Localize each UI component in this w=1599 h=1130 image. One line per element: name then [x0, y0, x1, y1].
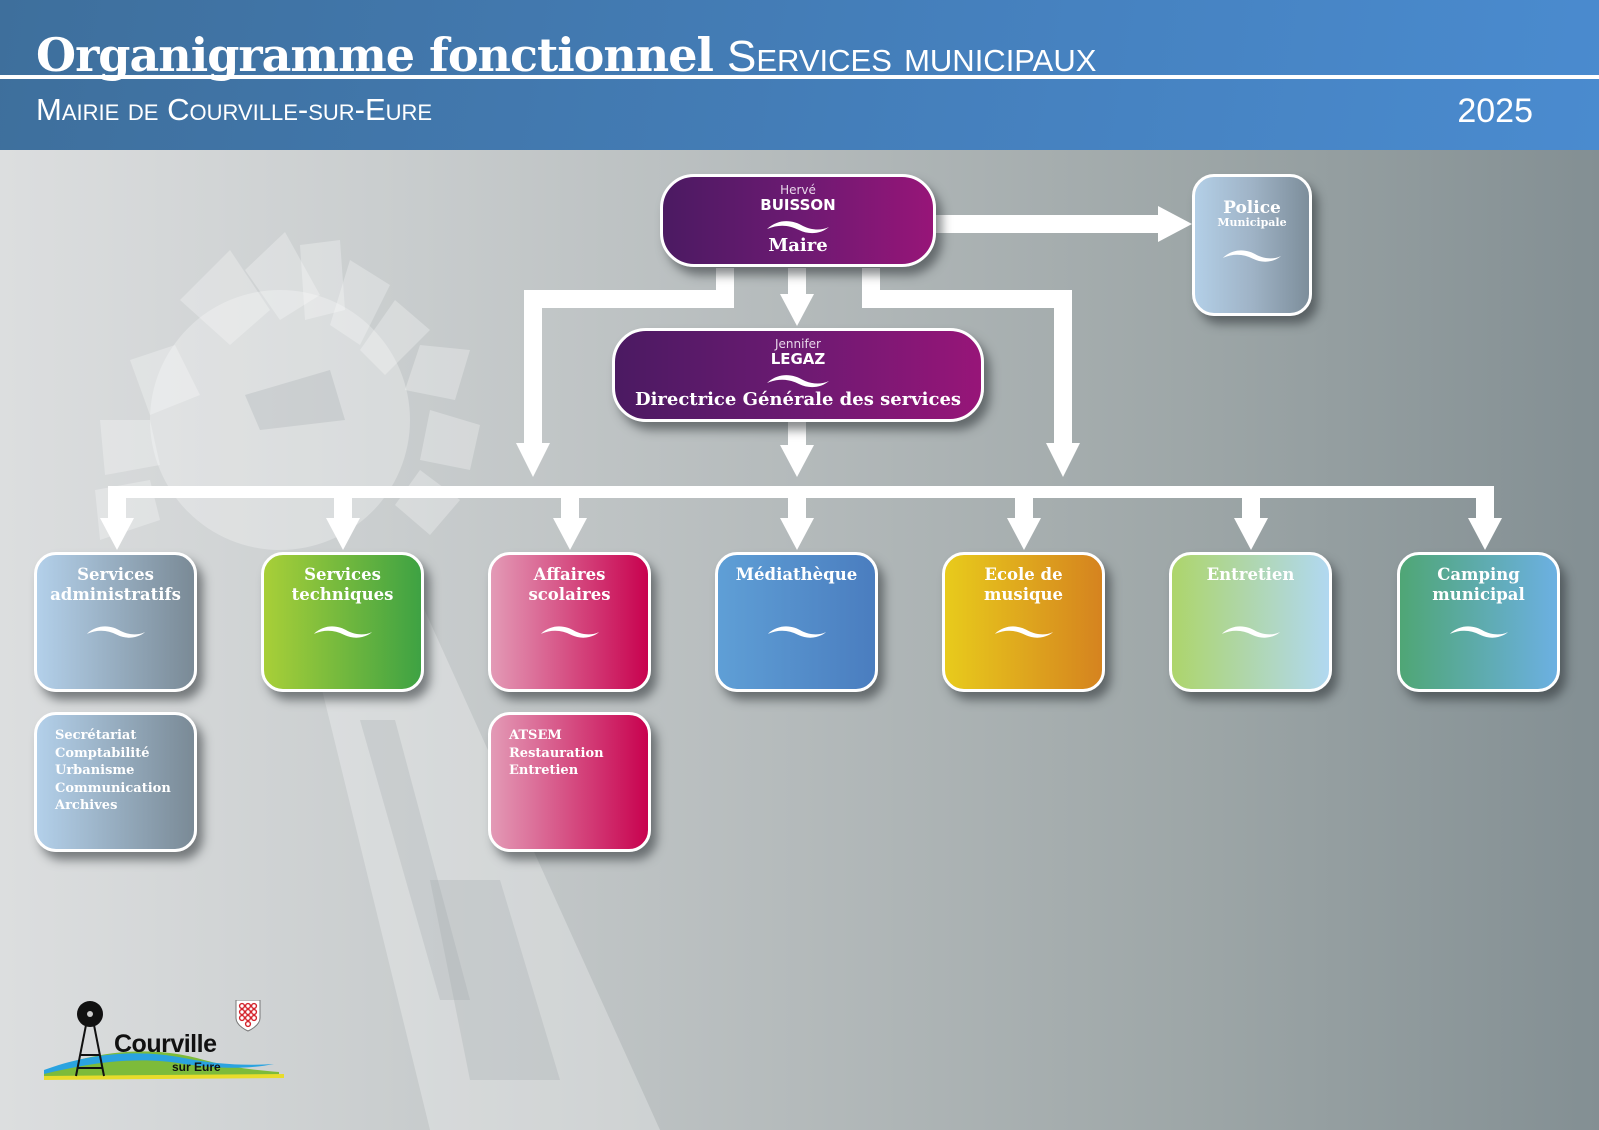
tilde-wave-icon — [767, 221, 829, 234]
tilde-wave-icon — [540, 626, 599, 638]
service-box[interactable]: Entretien — [1169, 552, 1332, 692]
arrow-mayor-police-shaft — [935, 215, 1160, 233]
sub-service-item: Archives — [55, 798, 118, 813]
year-label: 2025 — [1457, 92, 1533, 130]
arrow-dg-down-shaft — [788, 422, 806, 447]
title-main: Organigramme fonctionnel — [36, 28, 714, 82]
mayor-box[interactable]: Hervé BUISSON Maire — [660, 174, 936, 267]
page-title: Organigramme fonctionnel Services munici… — [36, 28, 1097, 82]
connector-right-branch-v2 — [1054, 290, 1072, 445]
service-title-line2: scolaires — [528, 585, 611, 604]
arrow-mayor-dg-shaft — [788, 268, 806, 296]
police-title: Police — [1223, 198, 1281, 218]
service-title-line2: techniques — [291, 585, 394, 604]
service-title: Médiathèque — [718, 565, 875, 585]
connector-right-branch-h — [862, 290, 1072, 308]
logo-windmill-icon — [75, 1024, 105, 1077]
service-title-line1: Affaires — [533, 565, 606, 584]
logo-graphic — [44, 999, 284, 1080]
connector-left-branch-v2 — [524, 290, 542, 445]
service-title-line2: administratifs — [50, 585, 181, 604]
tilde-wave-icon — [313, 626, 372, 638]
logo-subname: sur Eure — [172, 1060, 221, 1074]
tilde-wave-icon — [1222, 250, 1282, 262]
service-title-line2: municipal — [1432, 585, 1525, 604]
tilde-wave-icon — [767, 626, 826, 638]
tilde-wave-icon — [767, 375, 829, 388]
connector-right-branch-v1 — [862, 268, 880, 308]
arrow-mayor-police-head — [1158, 206, 1192, 242]
courville-logo: Courville sur Eure — [44, 999, 284, 1100]
title-sub: Services municipaux — [726, 32, 1097, 81]
service-drops — [100, 486, 1502, 550]
mayor-last-name: BUISSON — [760, 196, 836, 214]
director-role: Directrice Générale des services — [634, 389, 962, 410]
connector-left-branch-v1 — [716, 268, 734, 308]
director-first-name: Jennifer — [774, 337, 821, 351]
service-title-line1: Ecole de — [984, 565, 1063, 584]
service-title-line1: Entretien — [1206, 565, 1295, 584]
sub-service-item: Communication — [55, 780, 171, 796]
director-box[interactable]: Jennifer LEGAZ Directrice Générale des s… — [612, 328, 984, 422]
windmill-rotor-icon — [95, 232, 480, 550]
tilde-wave-icon — [86, 626, 145, 638]
connector-right-branch-head — [1046, 443, 1080, 477]
mayor-role: Maire — [768, 235, 828, 256]
service-title-line1: Services — [77, 565, 154, 584]
connector-left-branch-h — [524, 290, 734, 308]
mayor-first-name: Hervé — [780, 183, 816, 197]
sub-service-item: Restauration — [509, 745, 604, 761]
service-title-line1: Services — [304, 565, 381, 584]
director-last-name: LEGAZ — [770, 350, 826, 368]
subtitle: Mairie de Courville-sur-Eure — [36, 92, 433, 127]
service-title: Entretien — [1172, 565, 1329, 585]
service-box[interactable]: Médiathèque — [715, 552, 878, 692]
header-banner: Organigramme fonctionnel Services munici… — [0, 0, 1599, 150]
sub-service-item: Comptabilité — [55, 745, 150, 761]
service-title-line2: musique — [983, 585, 1064, 604]
police-box[interactable]: Police Municipale — [1192, 174, 1312, 316]
service-title-line1: Camping — [1437, 565, 1520, 584]
connector-bus — [108, 486, 1494, 498]
police-subtitle: Municipale — [1217, 216, 1287, 229]
tilde-wave-icon — [1221, 626, 1280, 638]
sub-service-item: Urbanisme — [55, 763, 135, 778]
tilde-wave-icon — [994, 626, 1053, 638]
sub-service-item: Secrétariat — [55, 728, 137, 743]
logo-name: Courville — [114, 1030, 217, 1058]
connector-left-branch-head — [516, 443, 550, 477]
tilde-wave-icon — [1449, 626, 1508, 638]
arrow-dg-down-head — [780, 445, 814, 477]
title-underline — [0, 75, 1599, 79]
sub-service-item: ATSEM — [509, 728, 562, 743]
arrow-mayor-dg-head — [780, 294, 814, 326]
service-title-line1: Médiathèque — [735, 565, 858, 584]
sub-service-item: Entretien — [509, 763, 579, 778]
